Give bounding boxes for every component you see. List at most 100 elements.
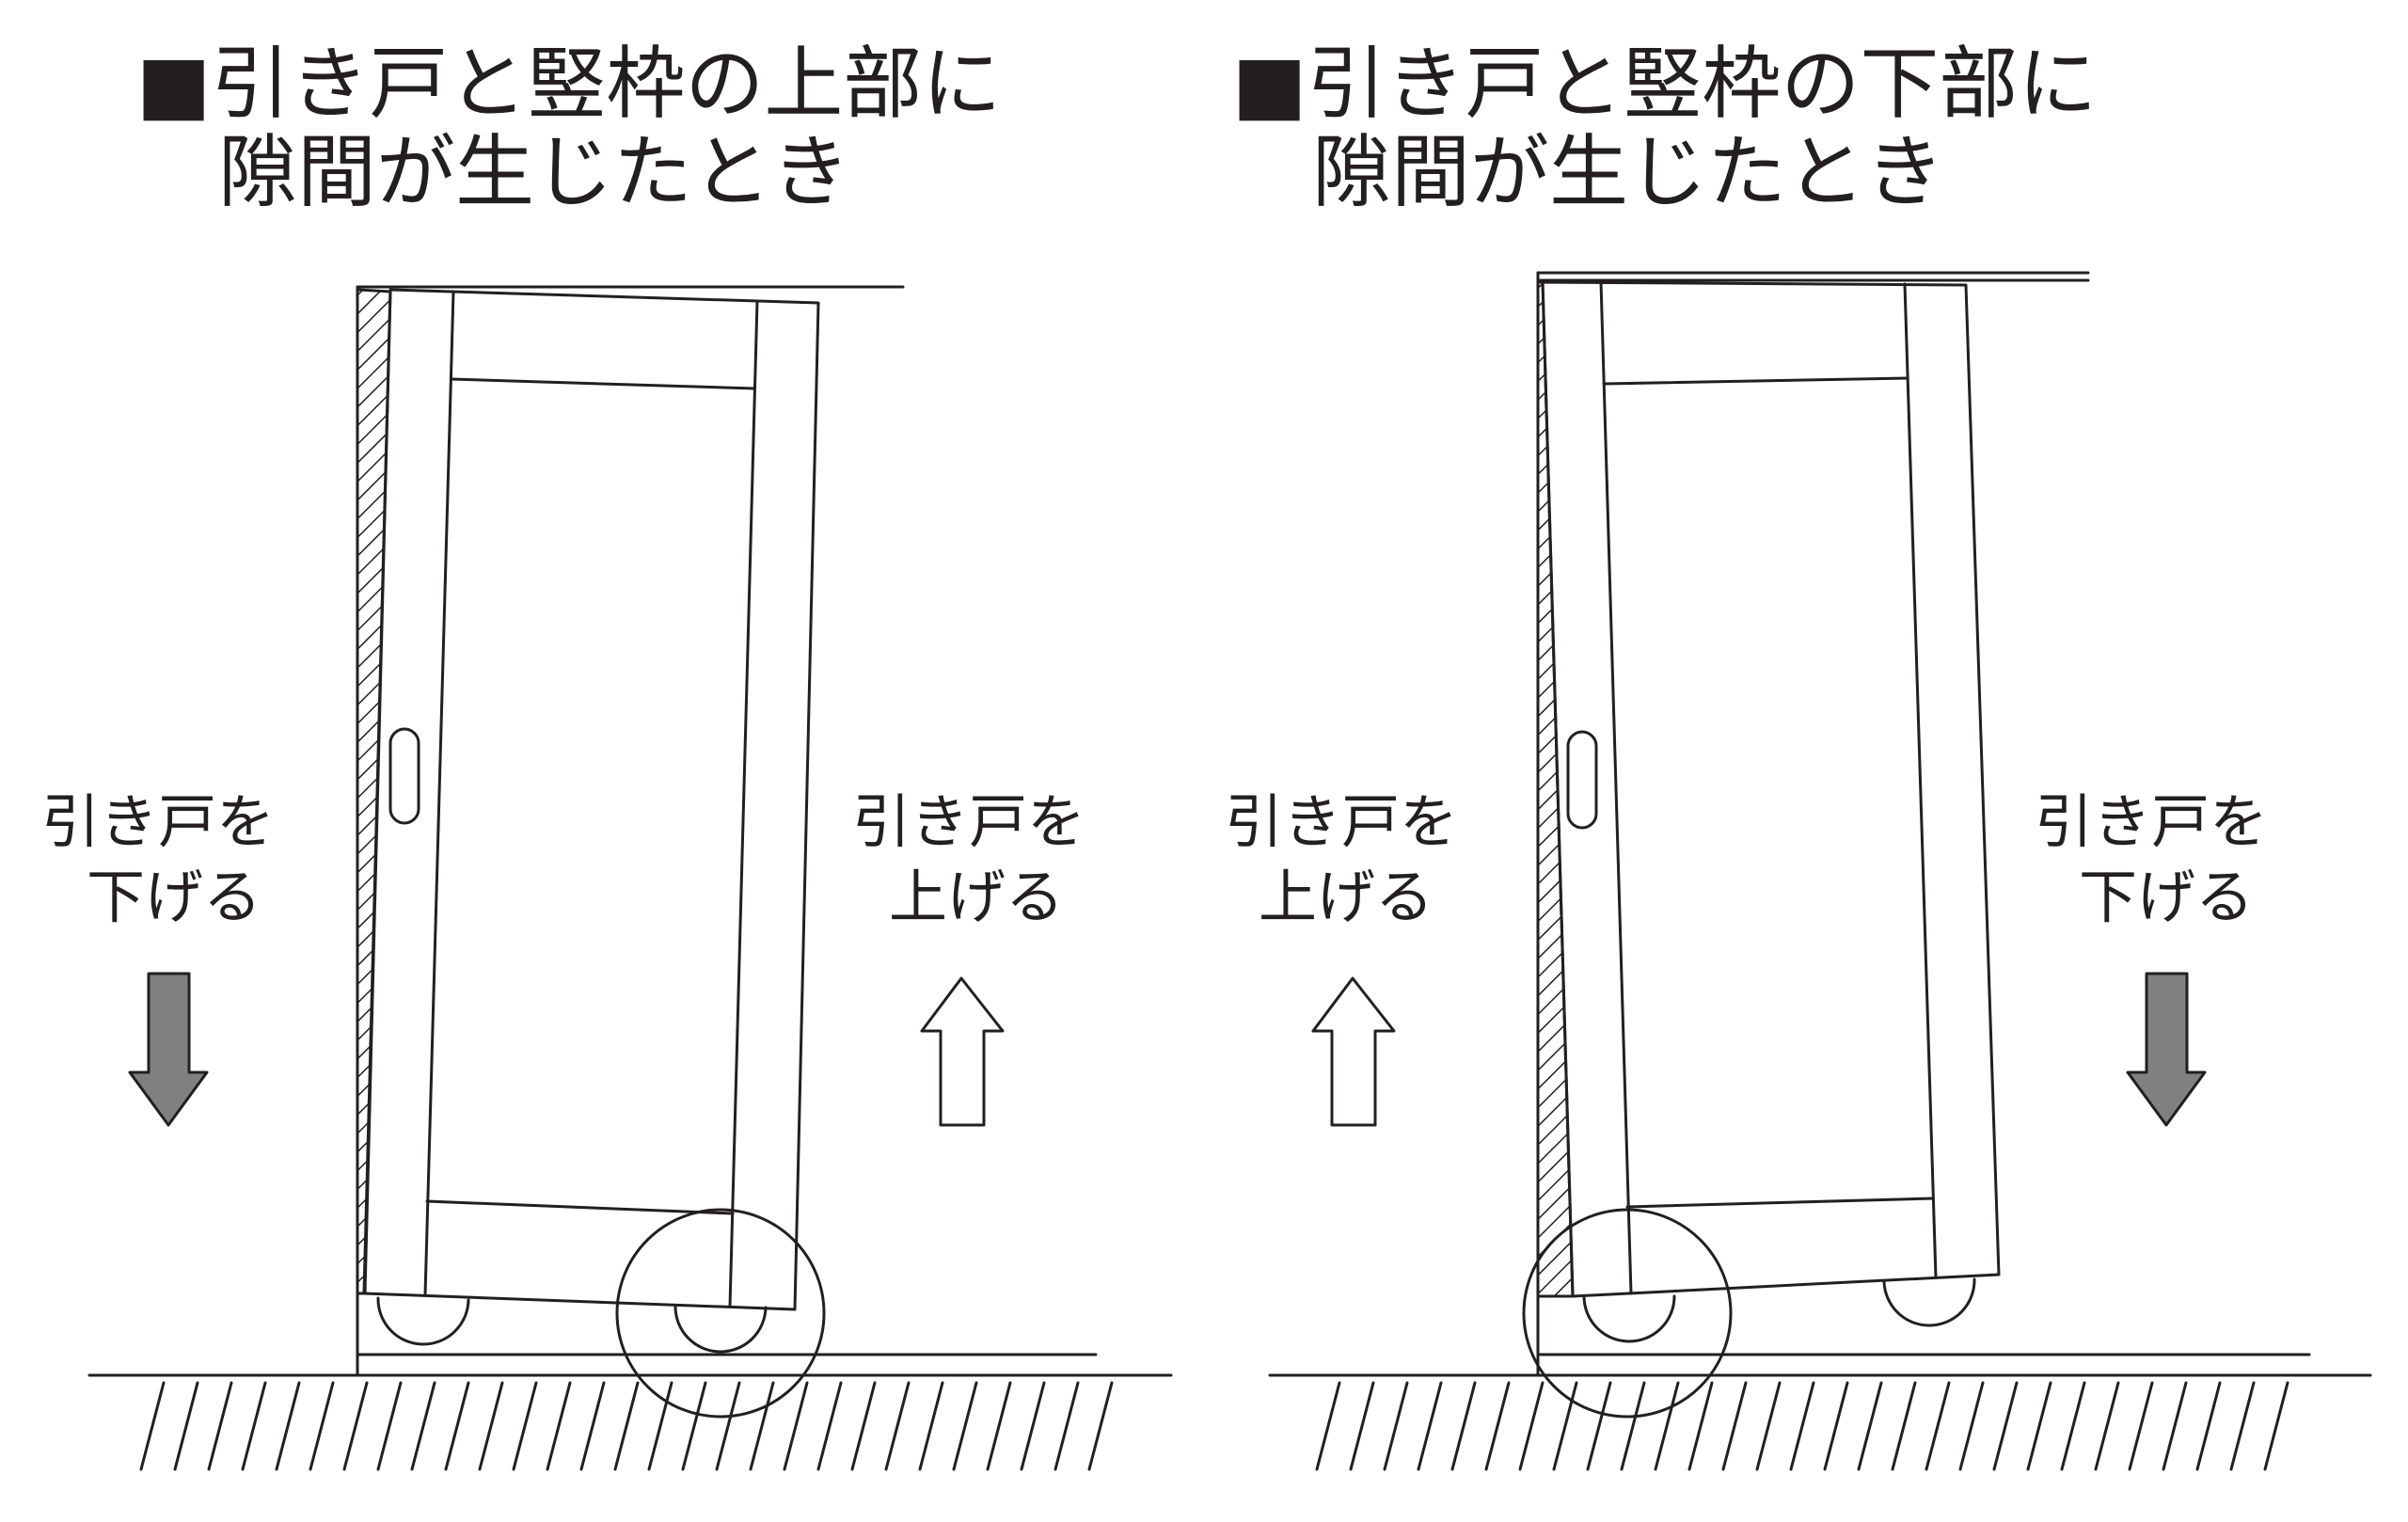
floor-hatch-stroke xyxy=(1721,1381,1748,1471)
floor-hatch-stroke xyxy=(1992,1381,2019,1471)
left-door-handle xyxy=(388,727,420,825)
right-title-line1: ■引き戸と竪枠の下部に xyxy=(1232,38,2097,130)
right-floor xyxy=(1268,1373,2372,1471)
left-panel-down-arrow-icon xyxy=(128,972,209,1127)
floor-hatch-stroke xyxy=(884,1381,911,1471)
floor-hatch-stroke xyxy=(1925,1381,1951,1471)
floor-hatch-stroke xyxy=(1823,1381,1849,1471)
floor-hatch-stroke xyxy=(1755,1381,1782,1471)
right-door-top-rail xyxy=(1602,376,1909,386)
left-panel-right-label-line2: 上げる xyxy=(889,863,1064,931)
floor-hatch-stroke xyxy=(444,1381,470,1471)
floor-hatch-stroke xyxy=(1349,1381,1375,1471)
left-door xyxy=(362,288,820,1354)
right-panel-right-label-line2: 下げる xyxy=(2079,863,2254,931)
right-panel-left-label-line1: 引き戸を xyxy=(1225,787,1458,856)
floor-hatch-stroke xyxy=(241,1381,267,1471)
floor-hatch-stroke xyxy=(2094,1381,2120,1471)
right-panel: ■引き戸と竪枠の下部に 隙間が生じたとき xyxy=(1225,38,2372,1471)
right-highlight-circle xyxy=(1522,1208,1733,1419)
right-title-line2: 隙間が生じたとき xyxy=(1312,126,1944,218)
left-panel-up-arrow-icon xyxy=(920,976,1005,1127)
left-door-roller-left xyxy=(376,1296,470,1346)
floor-hatch-stroke xyxy=(478,1381,504,1471)
left-door-bottom-rail xyxy=(425,1199,735,1215)
floor-hatch-stroke xyxy=(918,1381,944,1471)
right-panel-left-label-line2: 上げる xyxy=(1259,863,1434,931)
floor-hatch-stroke xyxy=(1891,1381,1917,1471)
left-panel: ■引き戸と竪枠の上部に 隙間が生じたとき xyxy=(41,38,1173,1471)
floor-hatch-stroke xyxy=(546,1381,572,1471)
right-door-roller-left xyxy=(1582,1294,1676,1343)
floor-hatch-stroke xyxy=(1484,1381,1511,1471)
floor-hatch-stroke xyxy=(1857,1381,1883,1471)
right-panel-down-arrow-icon xyxy=(2126,972,2207,1127)
right-door-roller-right xyxy=(1882,1277,1976,1327)
floor-hatch-stroke xyxy=(1383,1381,1409,1471)
floor-hatch-stroke xyxy=(1518,1381,1545,1471)
floor-hatch-stroke xyxy=(207,1381,233,1471)
floor-hatch-stroke xyxy=(275,1381,301,1471)
floor-hatch-stroke xyxy=(342,1381,369,1471)
floor-hatch-stroke xyxy=(2060,1381,2086,1471)
floor-hatch-stroke xyxy=(1417,1381,1443,1471)
floor-hatch-stroke xyxy=(1958,1381,1985,1471)
floor-hatch-stroke xyxy=(1620,1381,1646,1471)
right-floor-hatch xyxy=(1315,1381,2289,1471)
floor-hatch-stroke xyxy=(1450,1381,1477,1471)
floor-hatch-stroke xyxy=(1586,1381,1612,1471)
floor-hatch-stroke xyxy=(2128,1381,2154,1471)
floor-hatch-stroke xyxy=(850,1381,877,1471)
floor-hatch-stroke xyxy=(410,1381,436,1471)
left-floor xyxy=(87,1373,1173,1471)
floor-hatch-stroke xyxy=(613,1381,640,1471)
left-door-left-stile xyxy=(423,290,455,1297)
floor-hatch-stroke xyxy=(986,1381,1012,1471)
floor-hatch-stroke xyxy=(512,1381,538,1471)
right-door-bottom-rail xyxy=(1625,1197,1935,1209)
left-title-line1: ■引き戸と竪枠の上部に xyxy=(136,38,1001,130)
floor-hatch-stroke xyxy=(681,1381,707,1471)
floor-hatch-stroke xyxy=(952,1381,978,1471)
floor-hatch-stroke xyxy=(1789,1381,1815,1471)
left-title-line2: 隙間が生じたとき xyxy=(218,126,850,218)
right-door-outline xyxy=(1541,280,2001,1298)
floor-hatch-stroke xyxy=(749,1381,775,1471)
floor-hatch-stroke xyxy=(2026,1381,2052,1471)
left-door-top-rail xyxy=(450,377,756,390)
floor-hatch-stroke xyxy=(2162,1381,2188,1471)
right-door-handle xyxy=(1566,730,1598,830)
right-door xyxy=(1541,280,2001,1343)
left-panel-left-label-line1: 引き戸を xyxy=(41,787,275,856)
right-door-left-stile xyxy=(1599,280,1633,1295)
floor-hatch-stroke xyxy=(816,1381,843,1471)
floor-hatch-stroke xyxy=(309,1381,335,1471)
floor-hatch-stroke xyxy=(2229,1381,2256,1471)
floor-hatch-stroke xyxy=(173,1381,199,1471)
floor-hatch-stroke xyxy=(715,1381,741,1471)
floor-hatch-stroke xyxy=(783,1381,809,1471)
left-door-outline xyxy=(362,288,820,1311)
floor-hatch-stroke xyxy=(1315,1381,1341,1471)
left-door-roller-right xyxy=(673,1304,768,1354)
right-panel-up-arrow-icon xyxy=(1311,976,1396,1127)
floor-hatch-stroke xyxy=(376,1381,403,1471)
right-panel-right-label-line1: 引き戸を xyxy=(2035,787,2268,856)
floor-hatch-stroke xyxy=(1020,1381,1046,1471)
left-highlight-circle xyxy=(615,1208,826,1419)
floor-hatch-stroke xyxy=(1654,1381,1680,1471)
floor-hatch-stroke xyxy=(579,1381,606,1471)
floor-hatch-stroke xyxy=(1552,1381,1578,1471)
floor-hatch-stroke xyxy=(1054,1381,1080,1471)
right-door-right-stile xyxy=(1903,282,1938,1279)
left-door-right-stile xyxy=(728,299,759,1308)
left-panel-right-label-line1: 引き戸を xyxy=(852,787,1085,856)
floor-hatch-stroke xyxy=(139,1381,166,1471)
floor-hatch-stroke xyxy=(2195,1381,2222,1471)
left-floor-hatch xyxy=(139,1381,1114,1471)
left-panel-left-label-line2: 下げる xyxy=(87,863,261,931)
floor-hatch-stroke xyxy=(647,1381,673,1471)
floor-hatch-stroke xyxy=(1087,1381,1114,1471)
floor-hatch-stroke xyxy=(1687,1381,1714,1471)
